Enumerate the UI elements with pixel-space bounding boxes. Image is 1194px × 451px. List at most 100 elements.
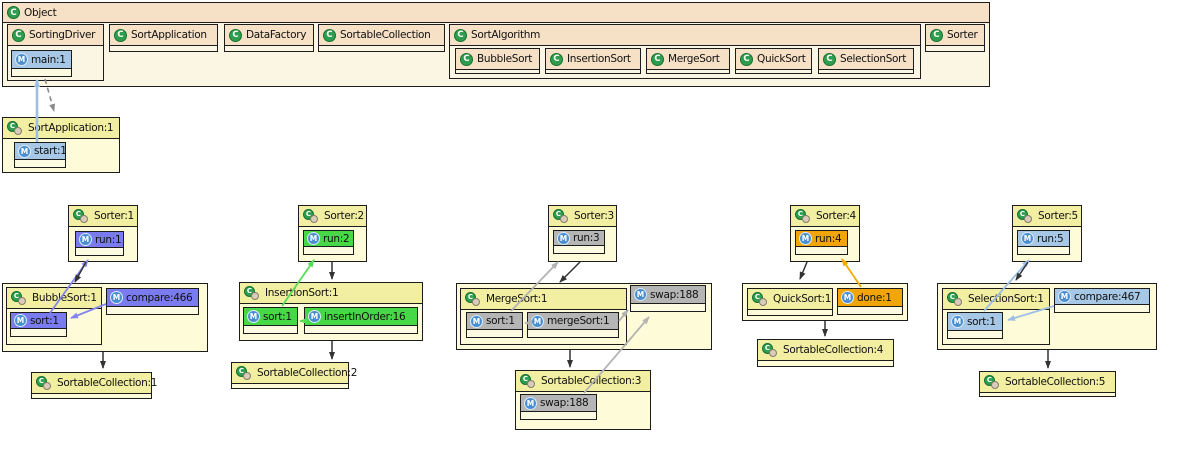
object-instance-icon: C xyxy=(465,291,482,307)
class-icon: C xyxy=(752,291,763,303)
class-name-label: Sorter xyxy=(947,29,978,41)
class-icon: C xyxy=(795,208,806,220)
class-icon: C xyxy=(553,208,564,220)
object-instance-icon: C xyxy=(1017,208,1034,224)
instance-dot xyxy=(80,214,88,223)
object-instance-icon: C xyxy=(762,342,779,358)
method-icon: M xyxy=(799,232,812,245)
instance-dot xyxy=(954,297,962,306)
method-label: mergeSort:1 xyxy=(547,315,610,327)
object-instance-icon: C xyxy=(795,208,812,224)
object-instance-icon: C xyxy=(520,373,537,389)
class-icon: C xyxy=(465,291,476,303)
object-name-label: Sorter:3 xyxy=(574,210,614,222)
method-label: sort:1 xyxy=(30,314,59,327)
method-label: done:1 xyxy=(857,291,892,304)
object-box-inst-sortablecollection-4[interactable]: C SortableCollection:4 xyxy=(757,339,894,367)
instance-dot xyxy=(14,126,22,135)
call-arrow-inst-sorter-1-to-grp-bubble xyxy=(74,261,87,283)
class-icon: C xyxy=(303,208,314,220)
class-icon: C xyxy=(984,374,995,386)
method-label: run:2 xyxy=(323,232,350,245)
call-arrow-inst-sorter-4-to-grp-quick xyxy=(799,261,808,280)
object-name-label: SortableCollection:1 xyxy=(57,377,158,389)
object-instance-icon: C xyxy=(752,291,769,307)
class-icon: C xyxy=(114,28,127,42)
object-name-label: SortableCollection:5 xyxy=(1005,376,1106,388)
object-instance-icon: C xyxy=(303,208,320,224)
method-icon: M xyxy=(524,396,537,410)
object-instance-icon: C xyxy=(244,285,261,301)
object-instance-icon: C xyxy=(73,208,90,224)
object-name-label: Sorter:1 xyxy=(94,210,134,222)
object-instance-icon: C xyxy=(236,365,253,381)
class-name-label: SelectionSort xyxy=(840,53,907,65)
class-icon: C xyxy=(7,6,20,19)
method-label: sort:1 xyxy=(486,315,515,327)
class-name-label: Object xyxy=(24,6,57,19)
object-name-label: SortableCollection:4 xyxy=(783,344,884,356)
class-header: C Object xyxy=(3,3,989,23)
class-icon: C xyxy=(7,120,18,132)
class-icon: C xyxy=(454,28,467,42)
object-header: C Sorter:3 xyxy=(549,206,616,227)
object-name-label: Sorter:2 xyxy=(324,210,364,222)
instance-dot xyxy=(310,214,318,223)
class-icon: C xyxy=(520,373,531,385)
instance-dot xyxy=(769,348,777,357)
instance-dot xyxy=(472,297,480,306)
object-header: C Sorter:1 xyxy=(69,206,137,227)
object-box-inst-sortablecollection-5[interactable]: C SortableCollection:5 xyxy=(979,371,1116,397)
method-label: compare:467 xyxy=(1074,290,1141,303)
method-label: sort:1 xyxy=(263,310,292,323)
class-icon: C xyxy=(229,28,242,42)
